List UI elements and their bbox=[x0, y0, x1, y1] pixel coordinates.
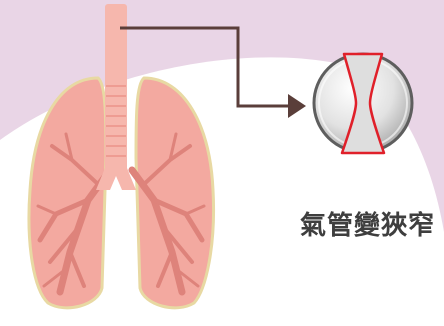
narrowing-caption: 氣管變狹窄 bbox=[300, 206, 444, 246]
